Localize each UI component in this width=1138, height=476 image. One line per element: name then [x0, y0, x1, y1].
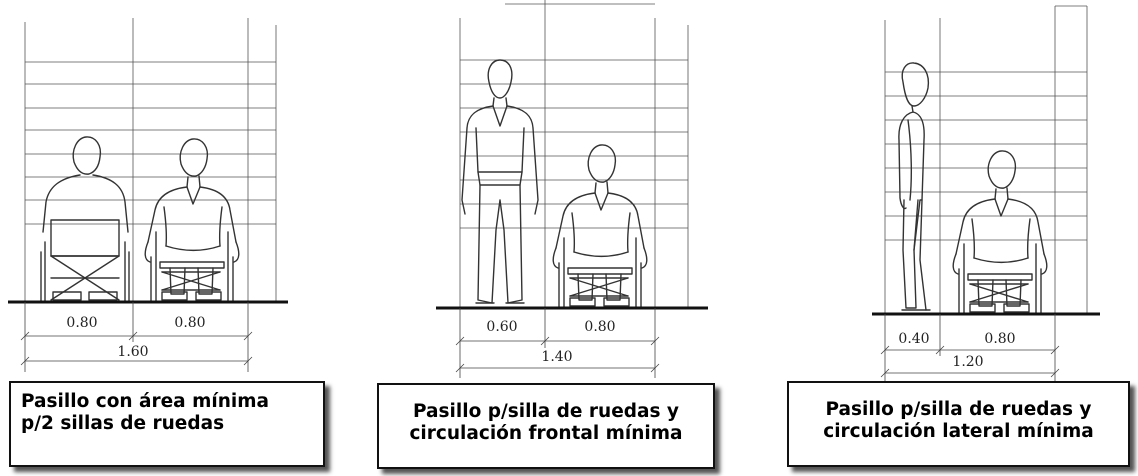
- wheelchair-user-figure: [952, 150, 1048, 315]
- caption-line-2: circulación lateral mínima: [823, 421, 1094, 442]
- standing-person-side-figure: [898, 62, 931, 311]
- caption-box-1: Pasillo con área mínima p/2 sillas de ru…: [9, 381, 325, 467]
- width-label-1: 0.80: [66, 315, 97, 331]
- caption-box-3: Pasillo p/silla de ruedas y circulación …: [787, 381, 1130, 467]
- total-width-label: 1.20: [952, 354, 983, 370]
- caption-line-2: p/2 sillas de ruedas: [21, 413, 225, 434]
- dimension-lines: [455, 308, 660, 378]
- caption-line-1: Pasillo p/silla de ruedas y: [412, 401, 679, 422]
- wheelchair-back-figure: [40, 136, 130, 303]
- standing-person-front-figure: [461, 59, 539, 304]
- width-label-2: 0.80: [984, 331, 1015, 347]
- panel-2: 0.60 0.80 1.40: [436, 0, 708, 378]
- panel-3: 0.40 0.80 1.20: [872, 5, 1100, 382]
- width-label-2: 0.80: [584, 319, 615, 335]
- panel-1: 0.80 0.80 1.60: [8, 18, 288, 372]
- caption-line-1: Pasillo con área mínima: [21, 391, 269, 412]
- width-label-1: 0.60: [486, 319, 517, 335]
- caption-line-1: Pasillo p/silla de ruedas y: [825, 399, 1092, 420]
- dimension-lines: [20, 302, 253, 372]
- caption-box-2: Pasillo p/silla de ruedas y circulación …: [377, 383, 715, 469]
- total-width-label: 1.40: [541, 349, 572, 365]
- total-width-label: 1.60: [117, 344, 148, 360]
- wall-grid: [459, 0, 689, 308]
- wall-grid: [24, 18, 277, 302]
- wheelchair-user-figure: [144, 138, 240, 303]
- width-label-1: 0.40: [898, 331, 929, 347]
- width-label-2: 0.80: [174, 315, 205, 331]
- dimension-lines: [880, 314, 1060, 382]
- wheelchair-user-figure: [552, 144, 648, 309]
- caption-line-2: circulación frontal mínima: [409, 423, 683, 444]
